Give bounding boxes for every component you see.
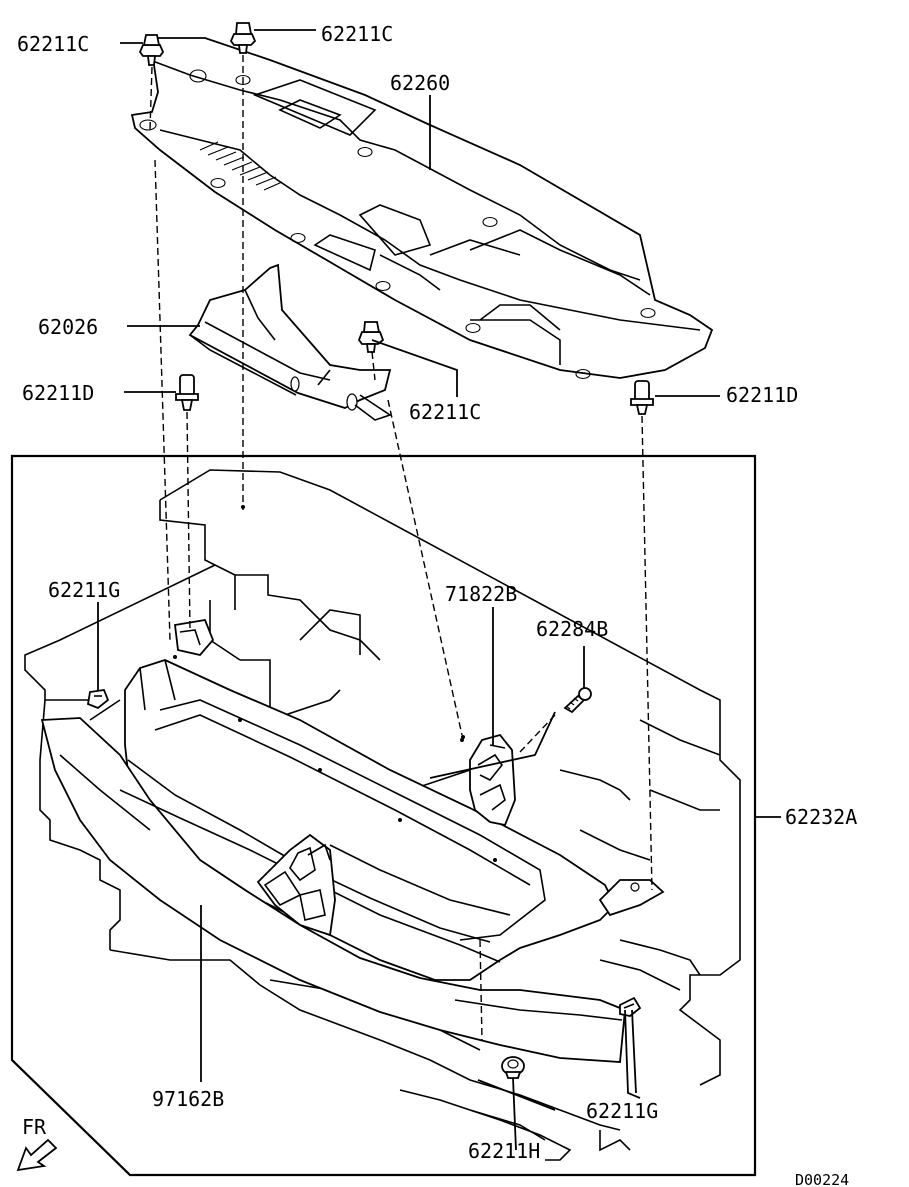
label-62211c-mid: 62211C [409, 400, 481, 424]
label-62211g-right: 62211G [586, 1099, 658, 1123]
clip-62211g-right [619, 996, 642, 1017]
label-62211d-right: 62211D [726, 383, 798, 407]
assembly-dashed-lines [149, 55, 653, 1041]
label-62284b: 62284B [536, 617, 608, 641]
clip-62211d-left [175, 374, 199, 411]
label-62211c-top-right: 62211C [321, 22, 393, 46]
label-front: FR [22, 1115, 47, 1139]
label-62211d-left: 62211D [22, 381, 94, 405]
label-97162b: 97162B [152, 1087, 224, 1111]
label-62232a: 62232A [785, 805, 857, 829]
assembly-frame [10, 454, 757, 1177]
clip-62211c-top-right [229, 22, 257, 54]
clip-62211g-left [86, 689, 110, 710]
leader-lines [97, 29, 781, 1151]
screw-part [563, 687, 592, 714]
clip-62211h [501, 1056, 525, 1079]
upper-cover-part [130, 37, 714, 380]
label-62211g-left: 62211G [48, 578, 120, 602]
grille-part [40, 618, 665, 1063]
diagram-code: D00224 [795, 1171, 849, 1187]
clip-62211c-mid [357, 321, 385, 353]
label-71822b: 71822B [445, 582, 517, 606]
label-62211c-top-left: 62211C [17, 32, 89, 56]
clip-62211d-right [630, 380, 654, 415]
clip-62211c-top-left [138, 34, 165, 66]
front-arrow-icon [16, 1138, 58, 1172]
label-62260: 62260 [390, 71, 450, 95]
duct-part [188, 263, 392, 421]
label-62211h: 62211H [468, 1139, 540, 1163]
bracket-part [469, 733, 516, 827]
label-62026: 62026 [38, 315, 98, 339]
vehicle-body-background [24, 469, 741, 1161]
